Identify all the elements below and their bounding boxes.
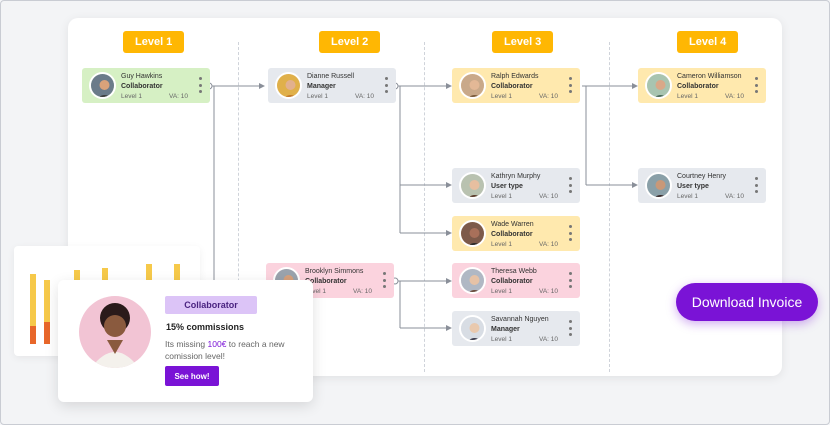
kebab-menu-icon[interactable] — [754, 177, 758, 193]
kebab-menu-icon[interactable] — [384, 77, 388, 93]
node-name: Wade Warren — [491, 221, 534, 228]
node-va: VA: 10 — [538, 241, 558, 248]
node-name: Dianne Russell — [307, 73, 355, 80]
commission-promo-card: Collaborator 15% commissions Its missing… — [58, 280, 313, 402]
kebab-menu-icon[interactable] — [568, 225, 572, 241]
chart-bar — [44, 280, 50, 344]
node-kathryn-murphy[interactable]: Kathryn Murphy User type Level 1 VA: 10 — [452, 168, 580, 203]
node-level: Level 1 — [677, 193, 698, 200]
node-va: VA: 10 — [354, 93, 374, 100]
missing-amount: 100€ — [207, 339, 227, 349]
node-savannah-nguyen[interactable]: Savannah Nguyen Manager Level 1 VA: 10 — [452, 311, 580, 346]
kebab-menu-icon[interactable] — [568, 77, 572, 93]
kebab-menu-icon[interactable] — [568, 177, 572, 193]
column-divider — [238, 42, 239, 372]
avatar — [645, 72, 672, 99]
level-1-badge: Level 1 — [123, 31, 185, 53]
kebab-menu-icon[interactable] — [198, 77, 202, 93]
collaborator-photo — [79, 296, 151, 368]
node-role: Manager — [491, 326, 520, 333]
node-guy-hawkins[interactable]: Guy Hawkins Collaborator Level 1 VA: 10 — [82, 68, 210, 103]
node-va: VA: 10 — [352, 288, 372, 295]
node-role: Collaborator — [491, 231, 533, 238]
chart-bar — [30, 326, 36, 344]
node-theresa-webb[interactable]: Theresa Webb Collaborator Level 1 VA: 10 — [452, 263, 580, 298]
node-role: Collaborator — [305, 278, 347, 285]
kebab-menu-icon[interactable] — [568, 320, 572, 336]
node-level: Level 1 — [677, 93, 698, 100]
node-level: Level 1 — [491, 336, 512, 343]
node-name: Brooklyn Simmons — [305, 268, 364, 275]
kebab-menu-icon[interactable] — [382, 272, 386, 288]
node-name: Ralph Edwards — [491, 73, 539, 80]
node-level: Level 1 — [307, 93, 328, 100]
node-va: VA: 10 — [168, 93, 188, 100]
avatar — [89, 72, 116, 99]
missing-suffix: to reach a new comission level! — [165, 339, 285, 361]
level-3-badge: Level 3 — [492, 31, 554, 53]
node-level: Level 1 — [491, 288, 512, 295]
kebab-menu-icon[interactable] — [754, 77, 758, 93]
node-level: Level 1 — [491, 93, 512, 100]
node-role: Collaborator — [121, 83, 163, 90]
node-role: User type — [677, 183, 709, 190]
node-role: Collaborator — [677, 83, 719, 90]
avatar — [275, 72, 302, 99]
node-va: VA: 10 — [538, 93, 558, 100]
node-wade-warren[interactable]: Wade Warren Collaborator Level 1 VA: 10 — [452, 216, 580, 251]
see-how-button[interactable]: See how! — [165, 366, 219, 386]
kebab-menu-icon[interactable] — [568, 272, 572, 288]
node-name: Savannah Nguyen — [491, 316, 549, 323]
node-name: Guy Hawkins — [121, 73, 163, 80]
node-role: Collaborator — [491, 83, 533, 90]
missing-prefix: Its missing — [165, 339, 208, 349]
role-tag: Collaborator — [165, 296, 257, 314]
node-name: Theresa Webb — [491, 268, 537, 275]
column-divider — [424, 42, 425, 372]
node-dianne-russell[interactable]: Dianne Russell Manager Level 1 VA: 10 — [268, 68, 396, 103]
node-va: VA: 10 — [538, 336, 558, 343]
avatar — [459, 315, 486, 342]
node-name: Cameron Williamson — [677, 73, 742, 80]
node-va: VA: 10 — [724, 193, 744, 200]
avatar — [459, 267, 486, 294]
node-name: Courtney Henry — [677, 173, 727, 180]
node-level: Level 1 — [305, 288, 326, 295]
node-level: Level 1 — [121, 93, 142, 100]
node-role: Collaborator — [491, 278, 533, 285]
node-ralph-edwards[interactable]: Ralph Edwards Collaborator Level 1 VA: 1… — [452, 68, 580, 103]
commission-rate: 15% commissions — [166, 322, 245, 332]
avatar — [645, 172, 672, 199]
node-va: VA: 10 — [538, 288, 558, 295]
chart-bar — [30, 274, 36, 344]
node-level: Level 1 — [491, 241, 512, 248]
node-name: Kathryn Murphy — [491, 173, 541, 180]
column-divider — [609, 42, 610, 372]
avatar — [459, 172, 486, 199]
node-level: Level 1 — [491, 193, 512, 200]
node-role: User type — [491, 183, 523, 190]
node-cameron-williamson[interactable]: Cameron Williamson Collaborator Level 1 … — [638, 68, 766, 103]
avatar — [459, 72, 486, 99]
node-role: Manager — [307, 83, 336, 90]
node-va: VA: 10 — [538, 193, 558, 200]
missing-amount-text: Its missing 100€ to reach a new comissio… — [165, 338, 305, 362]
node-courtney-henry[interactable]: Courtney Henry User type Level 1 VA: 10 — [638, 168, 766, 203]
level-2-badge: Level 2 — [319, 31, 381, 53]
avatar — [459, 220, 486, 247]
download-invoice-button[interactable]: Download Invoice — [676, 283, 818, 321]
chart-bar — [44, 322, 50, 344]
node-va: VA: 10 — [724, 93, 744, 100]
level-4-badge: Level 4 — [677, 31, 739, 53]
